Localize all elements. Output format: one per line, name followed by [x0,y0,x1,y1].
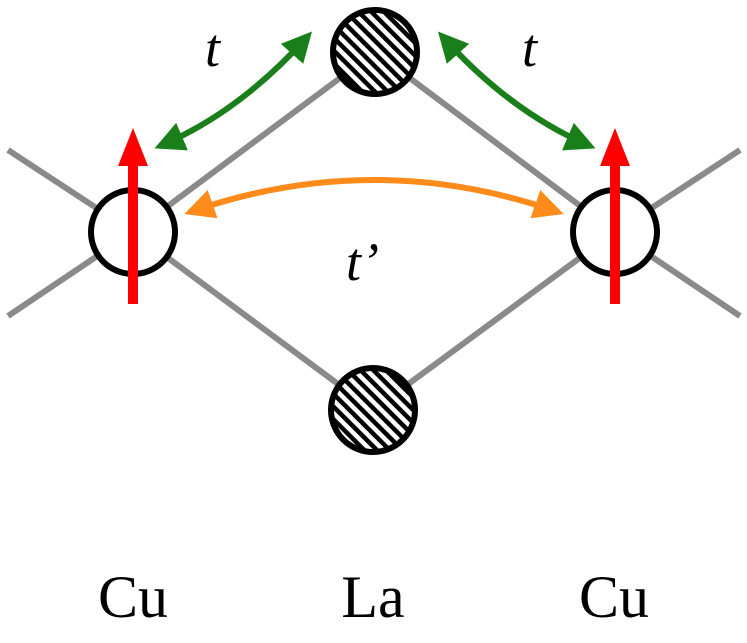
la-atom-top [330,7,420,97]
atom-label-la: La [341,564,404,630]
hopping-arrow-t-prime [184,177,564,219]
atom-label-cu-left: Cu [98,564,168,630]
spin-arrow-right [600,128,630,304]
hop-label-t-left: t [205,18,222,78]
la-atom-bottom [328,365,418,455]
bond-cu-left-la-bottom [131,229,375,413]
hopping-arrow-t-right [437,31,596,151]
hop-label-t-prime: t’ [346,232,379,292]
hopping-arrow-t-left [154,31,313,151]
spin-arrow-left [118,128,148,304]
bond-la-bottom-cu-right [371,229,617,413]
atom-label-cu-right: Cu [579,564,649,630]
hop-label-t-right: t [522,18,539,78]
